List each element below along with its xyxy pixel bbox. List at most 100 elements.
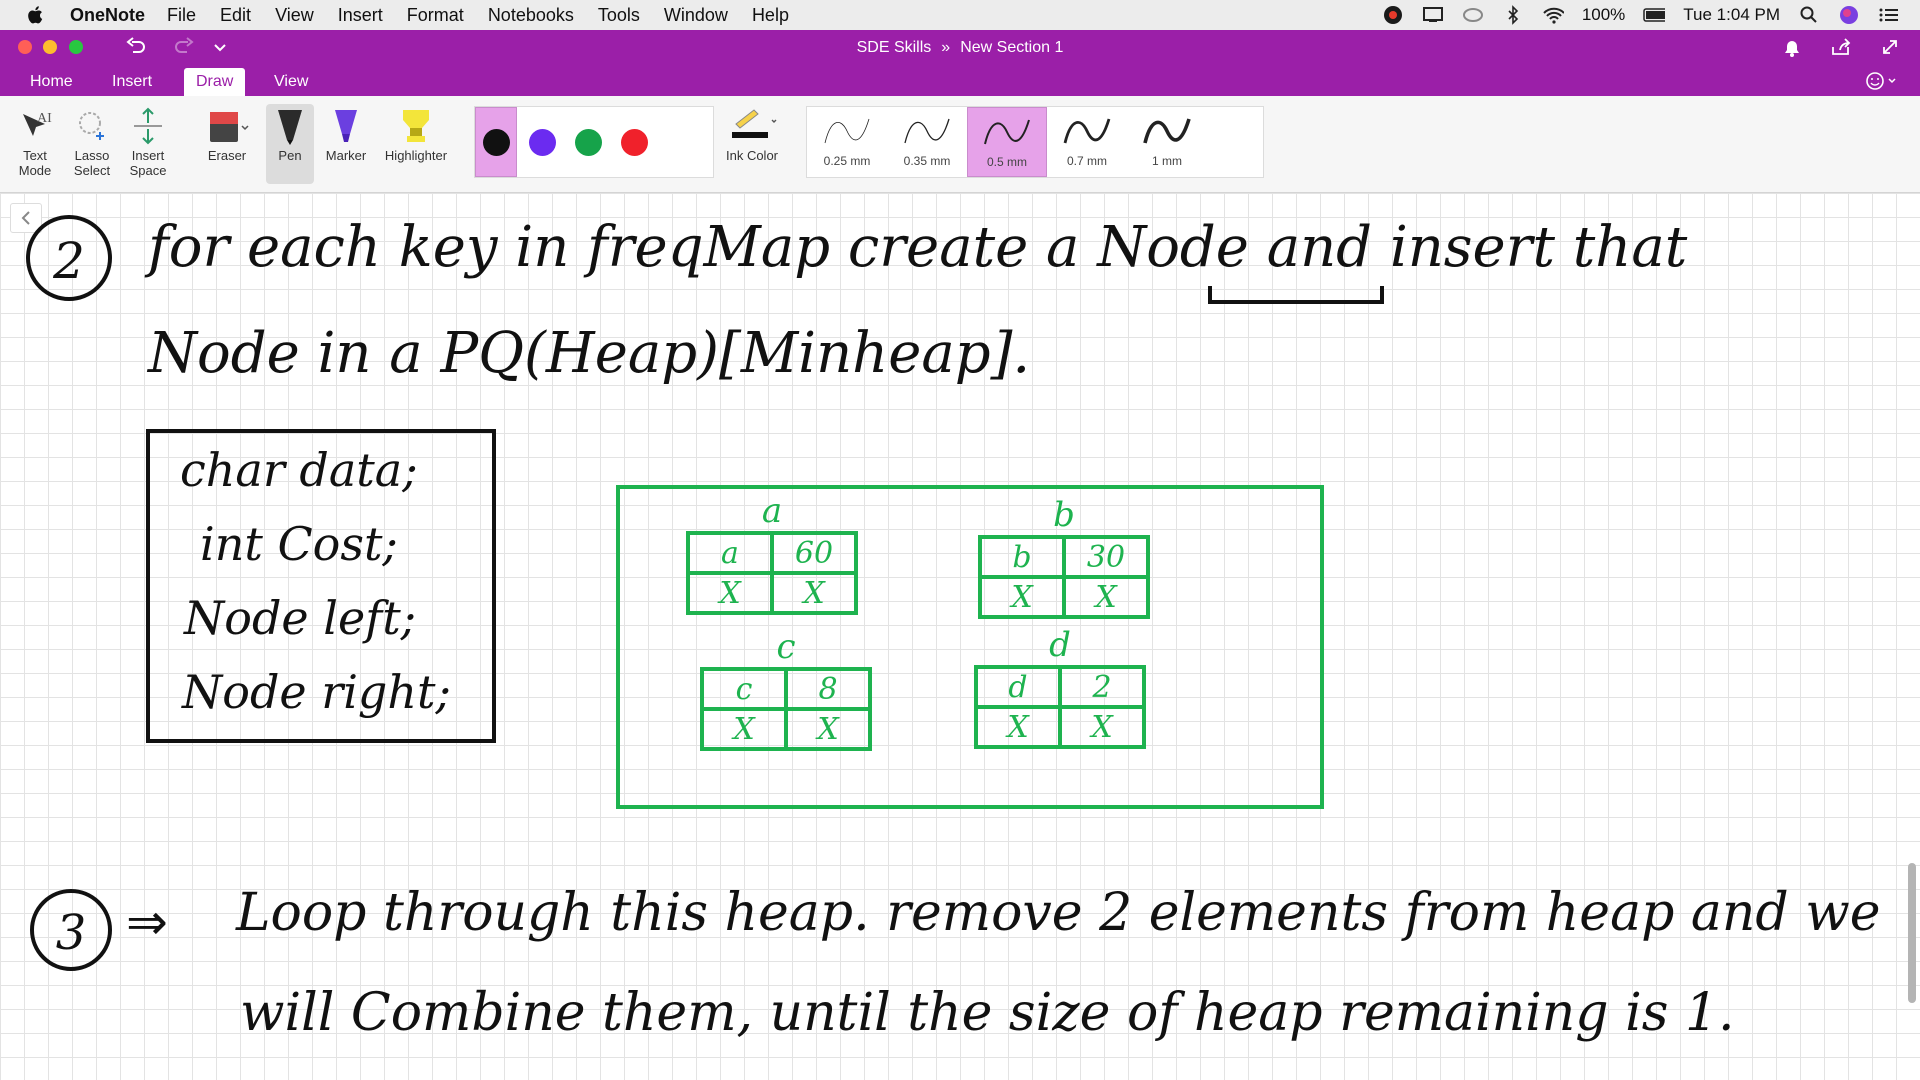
step-3-text-line-1: Loop through this heap. remove 2 element… — [236, 883, 1881, 943]
marker-button[interactable]: Marker — [320, 104, 372, 163]
menu-view[interactable]: View — [275, 4, 314, 25]
eraser-label: Eraser — [207, 148, 247, 163]
node-data-cell: c — [700, 667, 788, 711]
heap-node-c: c c 8 X X — [700, 627, 872, 751]
eraser-icon — [196, 104, 258, 148]
battery-icon[interactable] — [1643, 4, 1666, 26]
node-struct-box: char data; int Cost; Node left; Node rig… — [146, 429, 496, 743]
swatch-red-button[interactable] — [613, 107, 655, 177]
lasso-select-button[interactable]: Lasso Select — [64, 104, 120, 178]
node-data-cell: b — [978, 535, 1066, 579]
thickness-1-button[interactable]: 1 mm — [1127, 107, 1207, 177]
collapse-navigation-button[interactable] — [10, 203, 42, 233]
creative-cloud-icon[interactable] — [1382, 4, 1404, 26]
menu-tools[interactable]: Tools — [597, 4, 640, 25]
swatch-black-button[interactable] — [475, 107, 517, 177]
heap-container-box: a a 60 X X b b 30 X X c c 8 — [616, 485, 1324, 809]
ribbon-tab-bar: Home Insert Draw View — [0, 65, 1920, 96]
text-cursor-icon: AI — [10, 104, 60, 148]
step-2-text-line-2: Node in a PQ(Heap)[Minheap]. — [148, 321, 1031, 386]
window-maximize-button[interactable] — [69, 40, 83, 54]
thickness-label: 0.7 mm — [1066, 154, 1107, 168]
insert-space-icon — [120, 104, 176, 148]
bell-icon[interactable] — [1782, 38, 1802, 58]
menu-insert[interactable]: Insert — [337, 4, 383, 25]
svg-text:AI: AI — [37, 111, 52, 126]
menu-window[interactable]: Window — [663, 4, 728, 25]
node-cost-cell: 8 — [784, 667, 872, 711]
sync-icon[interactable] — [1462, 4, 1484, 26]
text-mode-button[interactable]: AI Text Mode — [10, 104, 60, 178]
pen-icon — [266, 104, 314, 148]
pen-button[interactable]: Pen — [266, 104, 314, 184]
share-icon[interactable] — [1830, 37, 1852, 57]
note-page-canvas[interactable]: 2 for each key in freqMap create a Node … — [0, 193, 1920, 1080]
notification-center-icon[interactable] — [1878, 4, 1900, 26]
highlighter-icon — [378, 104, 454, 148]
chevron-left-icon — [21, 211, 30, 225]
menu-edit[interactable]: Edit — [220, 4, 252, 25]
marker-label: Marker — [325, 148, 367, 163]
wifi-icon[interactable] — [1542, 4, 1564, 26]
color-dot-purple — [528, 128, 556, 156]
node-right-cell: X — [770, 571, 858, 615]
thickness-025-button[interactable]: 0.25 mm — [807, 107, 887, 177]
feedback-smiley-icon[interactable] — [1864, 70, 1898, 92]
window-close-button[interactable] — [18, 40, 32, 54]
node-right-cell: X — [784, 707, 872, 751]
tab-view[interactable]: View — [274, 73, 309, 90]
node-left-cell: X — [700, 707, 788, 751]
heap-node-label: c — [776, 627, 796, 667]
stroke-preview-icon — [904, 118, 950, 144]
clock[interactable]: Tue 1:04 PM — [1683, 5, 1780, 24]
thickness-label: 0.5 mm — [986, 155, 1027, 169]
color-dot-green — [574, 128, 602, 156]
swatch-green-button[interactable] — [567, 107, 609, 177]
swatch-purple-button[interactable] — [521, 107, 563, 177]
heap-node-label: d — [1049, 625, 1071, 665]
menu-notebooks[interactable]: Notebooks — [487, 4, 574, 25]
chevron-down-icon[interactable] — [212, 36, 228, 58]
redo-icon[interactable] — [172, 36, 196, 58]
spotlight-search-icon[interactable] — [1798, 4, 1820, 26]
step-3-text-line-2: will Combine them, until the size of hea… — [240, 983, 1735, 1043]
tab-home[interactable]: Home — [30, 73, 73, 90]
stroke-preview-icon — [824, 118, 870, 144]
thickness-035-button[interactable]: 0.35 mm — [887, 107, 967, 177]
node-underline-mark — [1208, 286, 1384, 304]
step-3-number: 3 — [30, 889, 112, 971]
lasso-label-2: Select — [73, 163, 111, 178]
node-left-cell: X — [978, 575, 1066, 619]
window-minimize-button[interactable] — [43, 40, 57, 54]
thickness-label: 0.25 mm — [823, 154, 871, 168]
app-name-menu[interactable]: OneNote — [70, 4, 146, 25]
macos-menu-bar: OneNote File Edit View Insert Format Not… — [0, 0, 1920, 30]
highlighter-button[interactable]: Highlighter — [378, 104, 454, 163]
insert-space-button[interactable]: Insert Space — [120, 104, 176, 178]
siri-icon[interactable] — [1838, 4, 1860, 26]
menu-file[interactable]: File — [167, 4, 197, 25]
thickness-05-button[interactable]: 0.5 mm — [967, 107, 1047, 177]
fullscreen-icon[interactable] — [1880, 37, 1900, 57]
undo-icon[interactable] — [124, 36, 148, 58]
breadcrumb-separator: » — [941, 38, 951, 56]
apple-menu-icon[interactable] — [22, 1, 50, 29]
lasso-icon — [64, 104, 120, 148]
ink-color-button[interactable]: Ink Color — [718, 104, 786, 163]
thickness-07-button[interactable]: 0.7 mm — [1047, 107, 1127, 177]
eraser-button[interactable]: Eraser — [196, 104, 258, 163]
tab-insert[interactable]: Insert — [112, 73, 153, 90]
stroke-preview-icon — [1143, 118, 1191, 144]
struct-field-right: Node right; — [182, 665, 451, 719]
menu-format[interactable]: Format — [406, 4, 464, 25]
draw-ribbon: AI Text Mode Lasso Select Insert Space E… — [0, 96, 1920, 193]
status-area: 100% Tue 1:04 PM — [1382, 0, 1900, 30]
menu-help[interactable]: Help — [751, 4, 789, 25]
vertical-scrollbar[interactable] — [1908, 863, 1916, 1003]
display-icon[interactable] — [1422, 4, 1444, 26]
ink-color-label: Ink Color — [725, 148, 779, 163]
marker-icon — [320, 104, 372, 148]
bluetooth-icon[interactable] — [1502, 4, 1524, 26]
tab-draw[interactable]: Draw — [184, 68, 246, 96]
ink-color-icon — [718, 104, 786, 148]
